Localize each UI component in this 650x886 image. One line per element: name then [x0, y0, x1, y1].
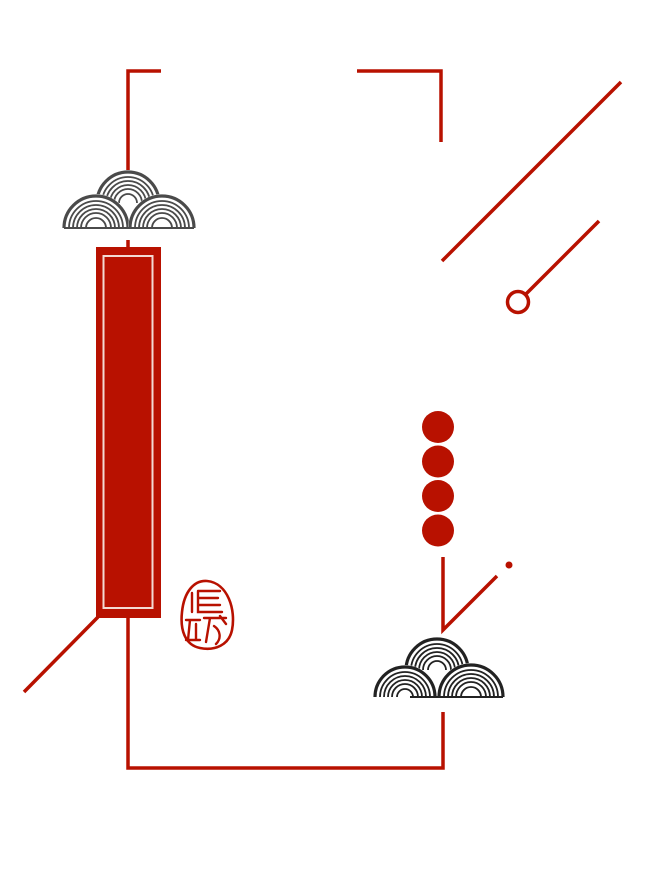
wave-cloud-icon-bottom: [373, 637, 505, 698]
red-dot: [422, 411, 454, 443]
frame-top-left-corner: [126, 69, 161, 172]
frame-top-right-corner: [357, 69, 443, 142]
diagonal-line-long: [440, 80, 623, 263]
small-dot: [505, 561, 513, 569]
red-dot: [422, 445, 454, 478]
frame-bottom: [126, 617, 445, 770]
red-dot: [422, 480, 454, 512]
red-dot: [422, 514, 454, 547]
seal-stamp-icon: [180, 579, 235, 651]
diagonal-line-short: [524, 219, 601, 296]
wave-cloud-icon-top: [62, 170, 196, 229]
ring-ornament: [505, 289, 531, 315]
diagonal-line-left: [22, 615, 100, 694]
red-panel-inner-border: [102, 255, 154, 609]
check-mark-line: [441, 557, 499, 635]
dot-column: [422, 411, 454, 547]
